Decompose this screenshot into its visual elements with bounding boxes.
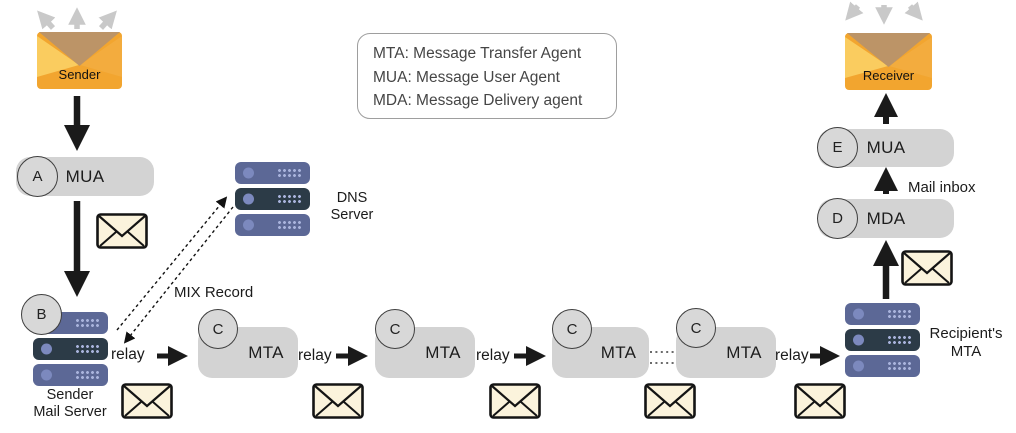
legend-box: MTA: Message Transfer Agent MUA: Message… bbox=[357, 33, 617, 119]
recipient-mta-label: Recipient's MTA bbox=[929, 325, 1003, 360]
gray-arrow-up-right-icon bbox=[98, 10, 117, 30]
envelope-icon bbox=[901, 250, 953, 291]
badge-c-4: C bbox=[676, 308, 716, 348]
relay-label-2: relay bbox=[298, 347, 332, 364]
relay-label-4: relay bbox=[775, 347, 809, 364]
receiver-label: Receiver bbox=[862, 68, 915, 83]
dns-server-label: DNS Server bbox=[330, 190, 374, 223]
badge-b: B bbox=[21, 294, 62, 335]
badge-a: A bbox=[17, 156, 58, 197]
legend-line-mua: MUA: Message User Agent bbox=[373, 68, 560, 86]
gray-arrow-down-left-icon bbox=[845, 1, 864, 21]
envelope-icon bbox=[644, 383, 696, 424]
sender-envelope-icon: Sender bbox=[37, 32, 122, 89]
badge-d: D bbox=[817, 198, 858, 239]
badge-c-3: C bbox=[552, 309, 592, 349]
legend-line-mta: MTA: Message Transfer Agent bbox=[373, 45, 582, 62]
envelope-icon bbox=[794, 383, 846, 424]
badge-e: E bbox=[817, 127, 858, 168]
sender-label: Sender bbox=[58, 67, 101, 82]
relay-label-1: relay bbox=[111, 346, 145, 363]
envelope-icon bbox=[96, 213, 148, 254]
gray-arrow-up-left-icon bbox=[37, 10, 56, 30]
envelope-icon bbox=[121, 383, 173, 424]
receiver-envelope-icon: Receiver bbox=[845, 33, 932, 90]
relay-label-3: relay bbox=[476, 347, 510, 364]
gray-arrow-down-right-icon bbox=[904, 1, 923, 21]
legend-line-mda: MDA: Message Delivery agent bbox=[373, 92, 583, 109]
mail-inbox-label: Mail inbox bbox=[908, 179, 976, 196]
badge-c-2: C bbox=[375, 309, 415, 349]
envelope-icon bbox=[489, 383, 541, 424]
badge-c-1: C bbox=[198, 309, 238, 349]
recipient-mta-server-icon bbox=[845, 303, 920, 381]
envelope-icon bbox=[312, 383, 364, 424]
mix-record-label: MIX Record bbox=[174, 284, 254, 301]
sender-mail-server-label: Sender Mail Server bbox=[33, 387, 107, 420]
dns-server-icon bbox=[235, 162, 310, 240]
